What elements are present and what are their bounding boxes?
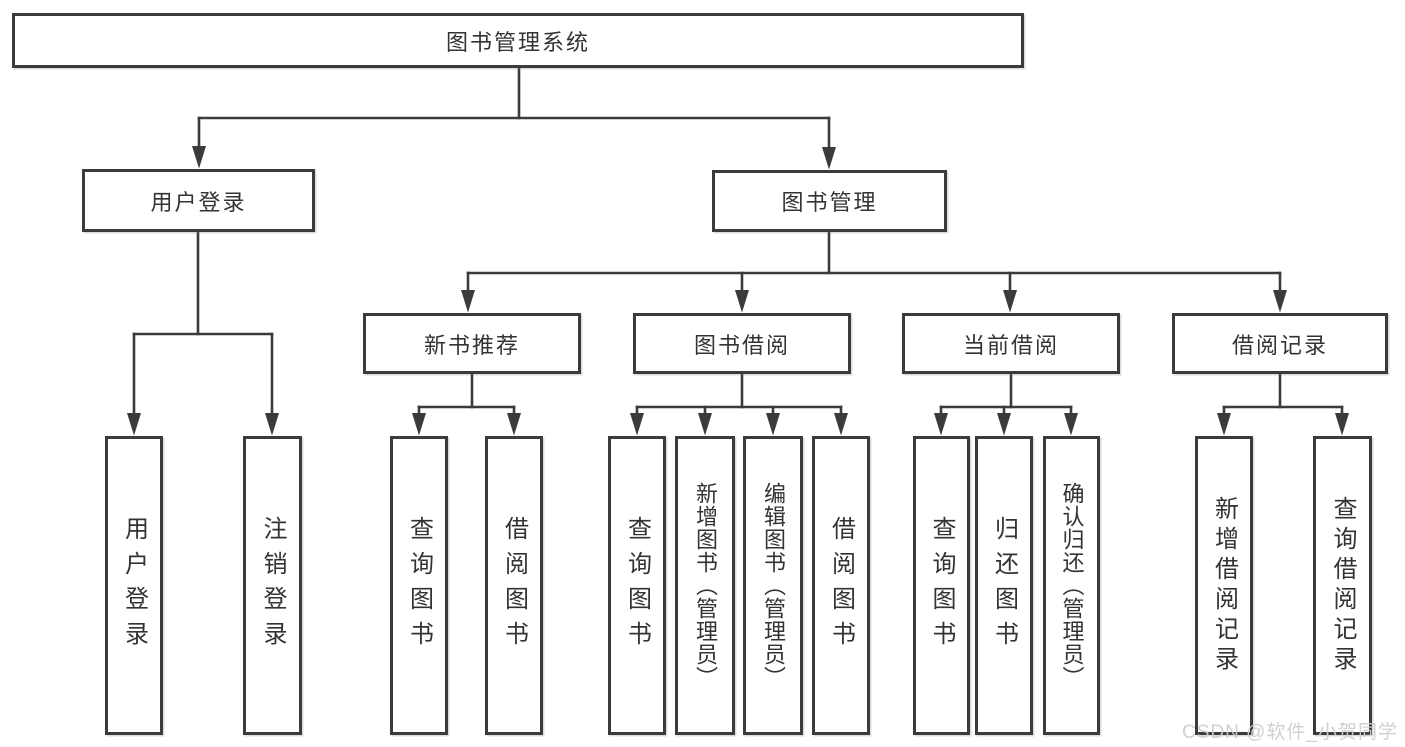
node-borrow-records: 借阅记录 xyxy=(1172,313,1388,374)
leaf-confirm-return-admin: 确认归还（管理员） xyxy=(1043,436,1100,735)
arrowheads xyxy=(127,146,1349,436)
leaf-query-books-current: 查询图书 xyxy=(913,436,970,735)
leaf-add-borrow-record: 新增借阅记录 xyxy=(1195,436,1253,735)
leaf-query-books-recommend: 查询图书 xyxy=(390,436,448,735)
leaf-edit-book-admin: 编辑图书（管理员） xyxy=(743,436,803,735)
leaf-add-book-admin: 新增图书（管理员） xyxy=(675,436,735,735)
leaf-query-borrow-record: 查询借阅记录 xyxy=(1313,436,1372,735)
node-book-borrow: 图书借阅 xyxy=(633,313,851,374)
leaf-return-books: 归还图书 xyxy=(975,436,1033,735)
leaf-logout: 注销登录 xyxy=(243,436,302,735)
node-user-login: 用户登录 xyxy=(82,169,315,232)
csdn-watermark: CSDN @软件_小贺同学 xyxy=(1182,722,1398,743)
node-current-borrow: 当前借阅 xyxy=(902,313,1120,374)
node-new-book-recommend: 新书推荐 xyxy=(363,313,581,374)
leaf-query-books-borrow: 查询图书 xyxy=(608,436,666,735)
node-library-system: 图书管理系统 xyxy=(12,13,1024,68)
leaf-borrow-books: 借阅图书 xyxy=(812,436,870,735)
leaf-borrow-books-recommend: 借阅图书 xyxy=(485,436,543,735)
leaf-user-login: 用户登录 xyxy=(105,436,163,735)
node-book-management: 图书管理 xyxy=(712,170,947,232)
